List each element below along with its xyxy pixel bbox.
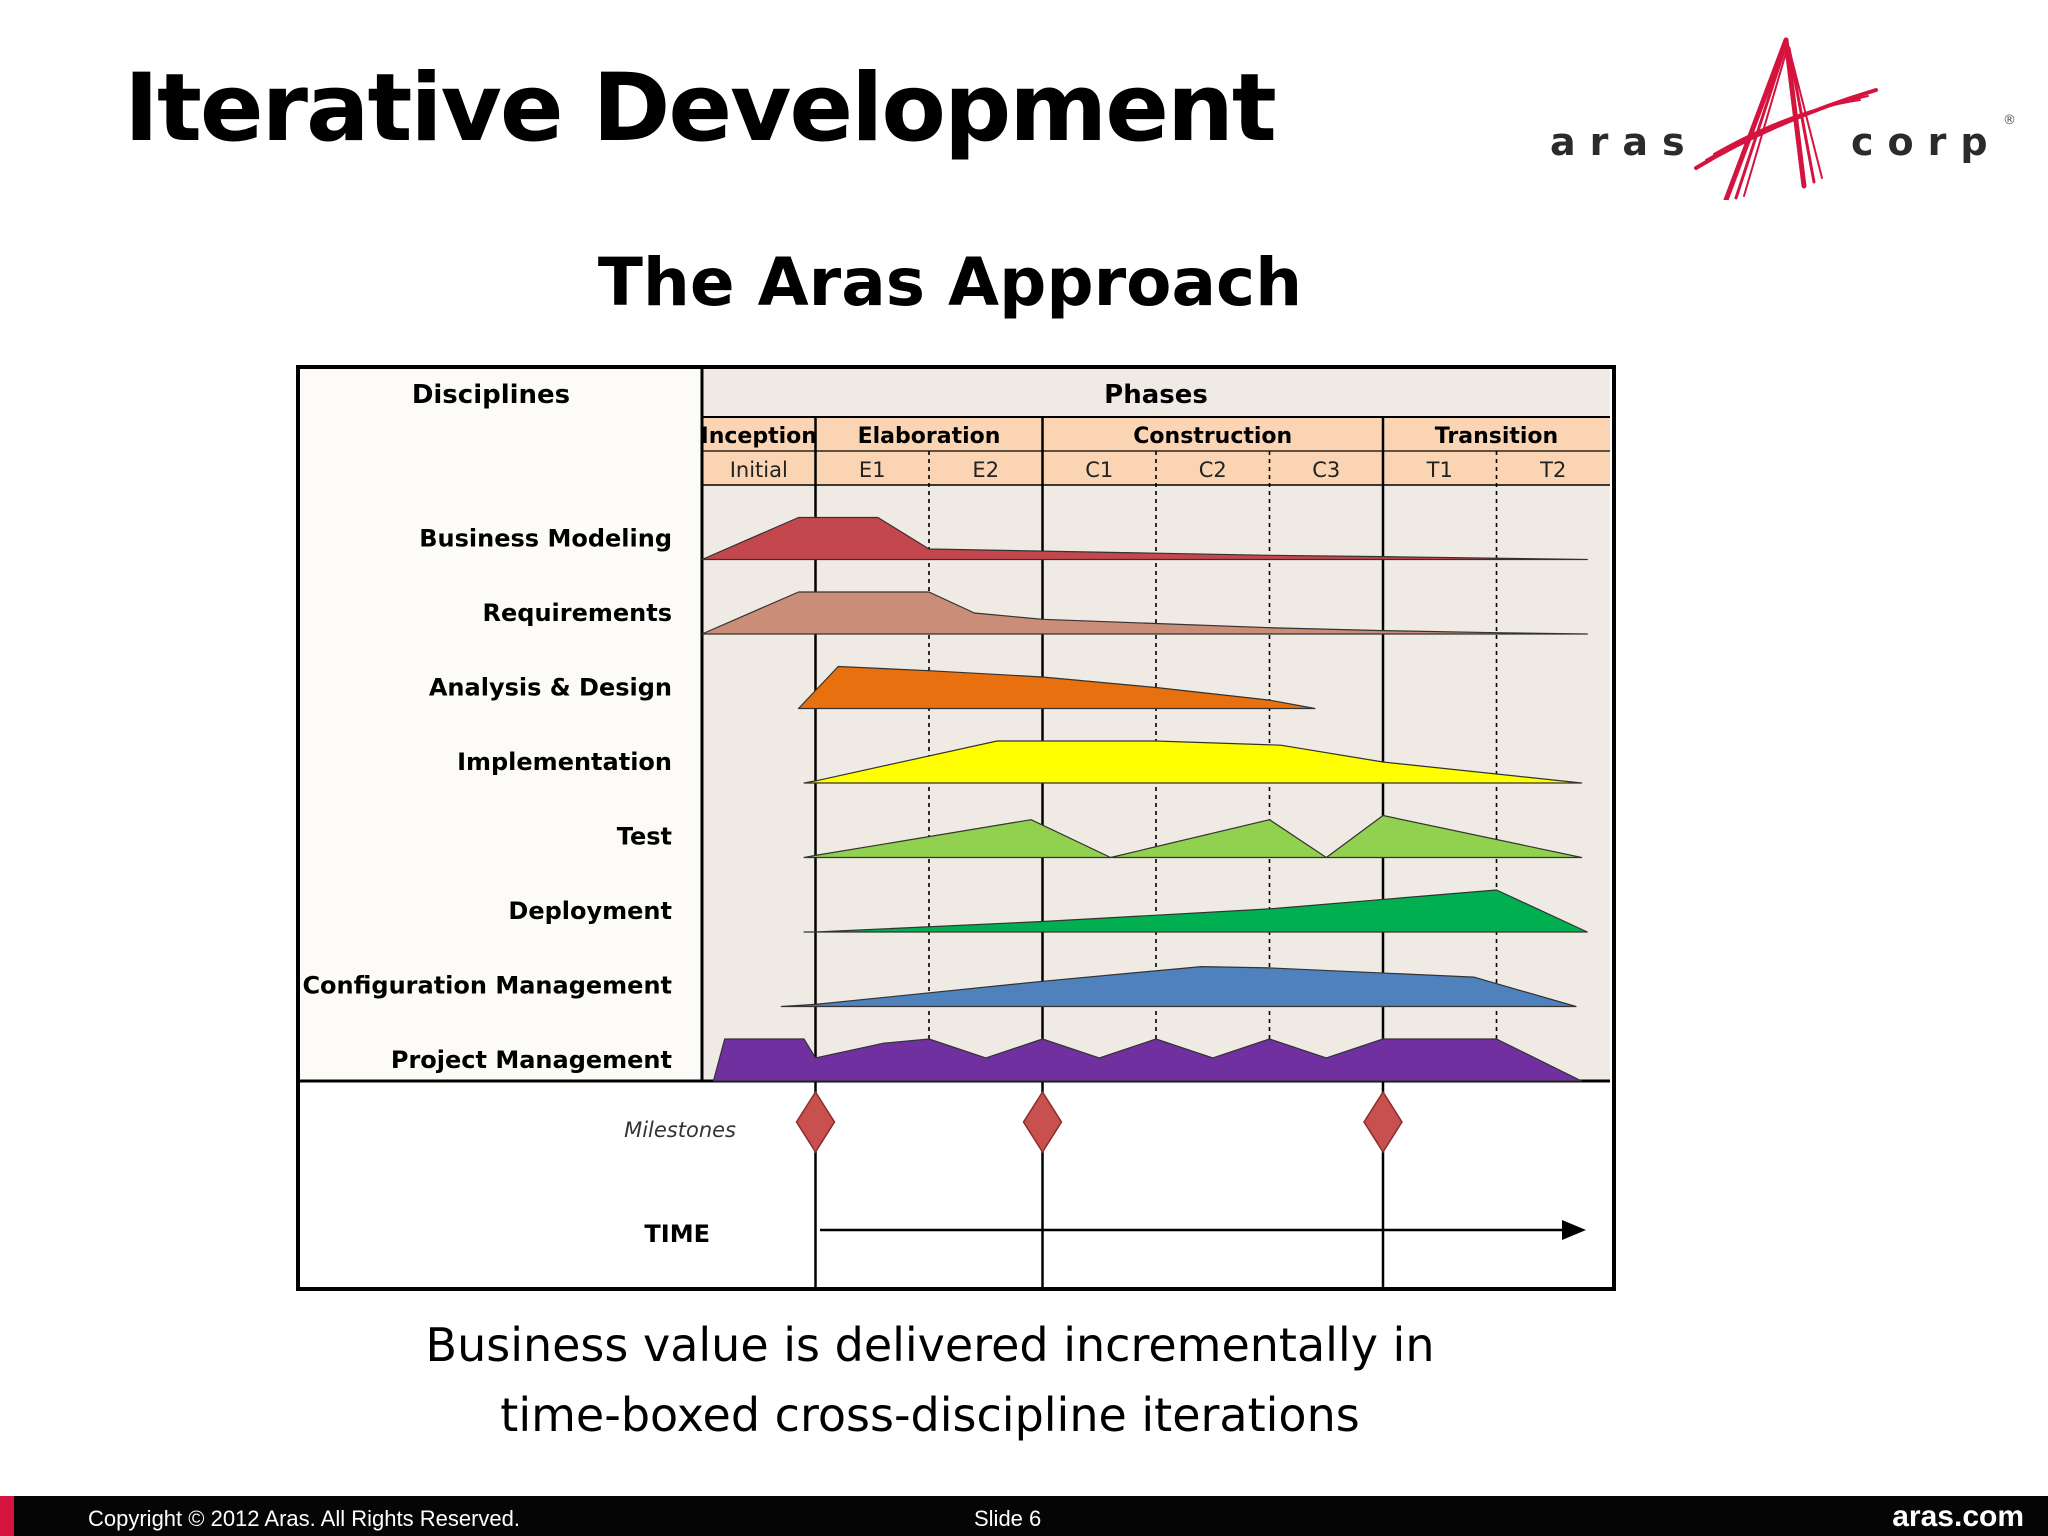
- logo-aras-text: aras: [1550, 120, 1699, 164]
- iteration-label-c1: C1: [1085, 458, 1113, 482]
- discipline-label-analysis-design: Analysis & Design: [429, 674, 672, 702]
- slide-caption: Business value is delivered incrementall…: [0, 1310, 1860, 1450]
- milestones-label: Milestones: [624, 1118, 736, 1142]
- discipline-label-project-management: Project Management: [391, 1046, 672, 1074]
- slide-subtitle: The Aras Approach: [597, 244, 1303, 321]
- slide-title: Iterative Development: [124, 54, 1277, 163]
- discipline-label-implementation: Implementation: [457, 748, 672, 776]
- caption-line-2: time-boxed cross-discipline iterations: [500, 1388, 1360, 1442]
- iteration-label-t2: T2: [1539, 458, 1566, 482]
- iteration-label-t1: T1: [1426, 458, 1453, 482]
- footer-domain: aras.com: [1892, 1500, 2024, 1533]
- footer-copyright: Copyright © 2012 Aras. All Rights Reserv…: [88, 1506, 520, 1531]
- iteration-label-c3: C3: [1312, 458, 1340, 482]
- milestone-diamond: [1022, 1090, 1063, 1154]
- iteration-label-initial: Initial: [730, 458, 788, 482]
- effort-area-deployment: [803, 889, 1588, 933]
- caption-line-1: Business value is delivered incrementall…: [425, 1318, 1435, 1372]
- footer-accent-bar: [0, 1496, 14, 1536]
- aras-corp-logo: aras corp ®: [1550, 37, 2016, 200]
- logo-registered-mark: ®: [2003, 113, 2016, 128]
- phases-header: Phases: [1104, 380, 1208, 410]
- discipline-label-requirements: Requirements: [483, 599, 673, 627]
- discipline-label-business-modeling: Business Modeling: [419, 525, 672, 553]
- iteration-label-e1: E1: [859, 458, 886, 482]
- milestone-diamond: [1363, 1090, 1403, 1154]
- discipline-label-deployment: Deployment: [508, 897, 672, 925]
- phase-label-transition: Transition: [1435, 424, 1558, 449]
- time-arrow: [820, 1220, 1586, 1240]
- effort-area-implementation: [803, 740, 1583, 784]
- footer-slide-number: Slide 6: [974, 1506, 1042, 1531]
- iteration-label-c2: C2: [1199, 458, 1227, 482]
- effort-area-configuration-management: [780, 965, 1577, 1008]
- milestone-diamond: [795, 1090, 836, 1154]
- discipline-label-configuration-management: Configuration Management: [302, 972, 672, 1000]
- phase-label-construction: Construction: [1133, 424, 1292, 449]
- iteration-label-e2: E2: [972, 458, 999, 482]
- effort-area-requirements: [701, 591, 1588, 635]
- disciplines-header: Disciplines: [412, 380, 570, 410]
- discipline-label-test: Test: [617, 823, 672, 851]
- logo-swoosh-icon: [1694, 37, 1878, 200]
- time-label: TIME: [644, 1220, 710, 1248]
- effort-area-test: [803, 814, 1583, 859]
- phase-label-inception: Inception: [701, 424, 817, 449]
- logo-corp-text: corp: [1851, 120, 2002, 164]
- phase-label-elaboration: Elaboration: [858, 424, 1001, 449]
- footer-bar: Copyright © 2012 Aras. All Rights Reserv…: [0, 1496, 2048, 1536]
- effort-area-project-management: [712, 1038, 1583, 1082]
- effort-area-business-modeling: [701, 516, 1588, 561]
- effort-area-analysis-design: [797, 665, 1316, 710]
- disciplines-panel: [300, 369, 702, 1081]
